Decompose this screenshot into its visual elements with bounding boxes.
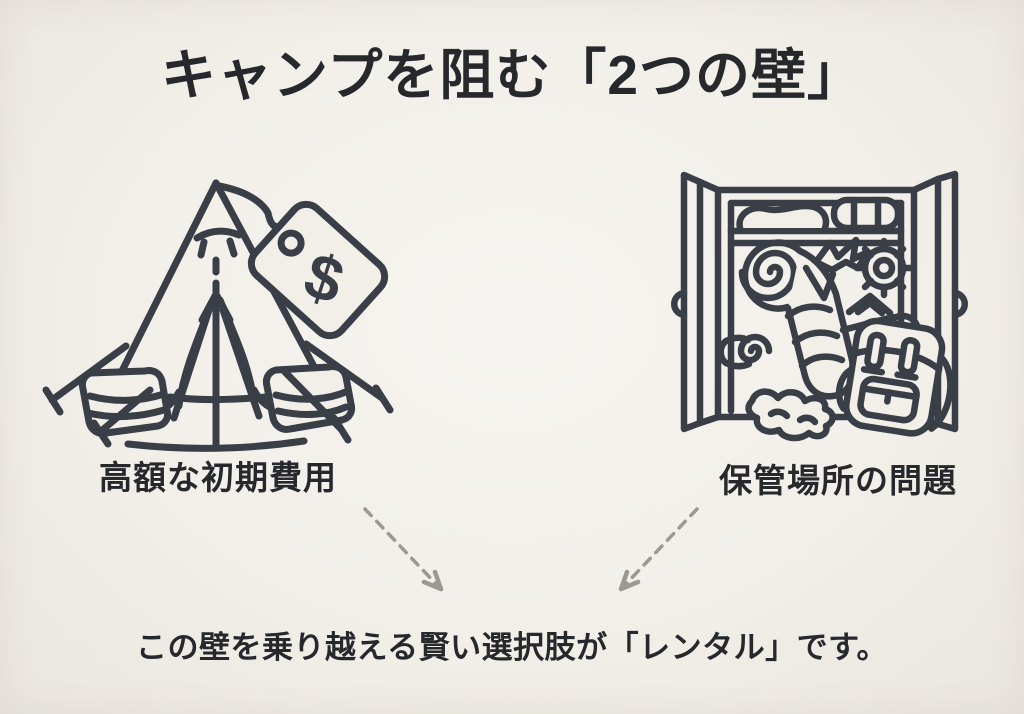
left-dashed-arrow-icon bbox=[363, 507, 444, 592]
closet-camping-gear-icon bbox=[671, 170, 968, 442]
page-title: キャンプを阻む「2つの壁」 bbox=[161, 44, 863, 106]
closet-illustration bbox=[653, 166, 977, 460]
barrier-label-initial-cost: 高額な初期費用 bbox=[99, 459, 337, 496]
conclusion-text: この壁を乗り越える賢い選択肢が「レンタル」です。 bbox=[136, 630, 888, 665]
backpack-icon bbox=[835, 312, 954, 437]
price-tag-icon: $ bbox=[247, 200, 389, 340]
barrier-label-storage: 保管場所の問題 bbox=[719, 462, 957, 499]
tent-price-tag-icon: $ bbox=[42, 179, 394, 452]
right-dashed-arrow-icon bbox=[618, 507, 699, 592]
tent-illustration: $ bbox=[38, 168, 430, 460]
